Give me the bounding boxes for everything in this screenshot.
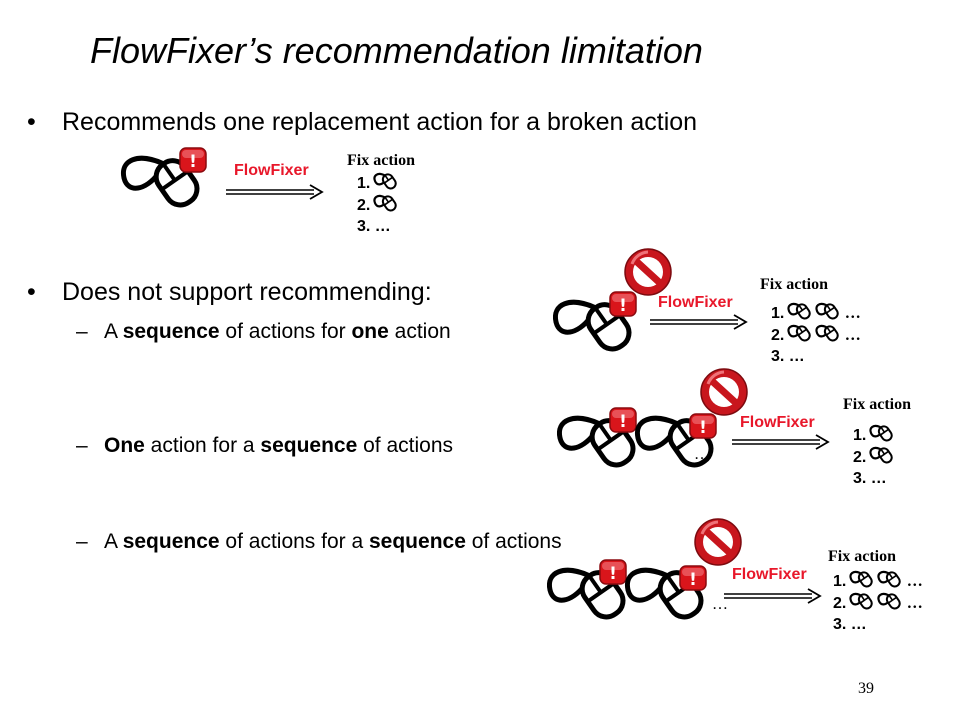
broken-action-icon [634, 410, 734, 480]
mouse-icon [815, 301, 842, 322]
item-number: 1. [853, 427, 867, 444]
list-item: 1. [357, 171, 400, 194]
fix-action-list: 1. … 2. … 3. … [833, 569, 925, 636]
list-item: 1. … [833, 569, 925, 592]
bold-part: sequence [260, 434, 358, 457]
bold-part: One [104, 434, 145, 457]
dash: – [76, 530, 88, 553]
bold-part: one [351, 320, 389, 343]
mouse-icon [849, 591, 876, 612]
list-item: 1. [853, 423, 896, 446]
mouse-icon [849, 569, 876, 590]
ellipsis: … [694, 446, 712, 463]
slide-title: FlowFixer’s recommendation limitation [90, 30, 703, 71]
mouse-icon [877, 569, 904, 590]
list-item: 2. … [833, 591, 925, 614]
item-number: 3. … [853, 470, 887, 487]
list-item: 3. … [853, 468, 894, 490]
fix-action-list: 1. 2. 3. … [357, 171, 400, 238]
fix-action-list: 1. 2. 3. … [853, 423, 896, 490]
text-part: A [104, 320, 123, 343]
item-number: 2. [771, 327, 785, 344]
broken-action-icon [120, 147, 207, 220]
ellipsis: … [712, 596, 730, 613]
arrow-icon [731, 434, 829, 450]
item-number: 3. … [357, 218, 391, 235]
fix-action-header: Fix action [843, 396, 911, 413]
bold-part: sequence [122, 530, 220, 553]
broken-action-icon [552, 291, 652, 364]
ellipsis: … [844, 305, 863, 322]
item-number: 1. [357, 175, 371, 192]
mouse-icon [787, 301, 814, 322]
list-item: 2. [853, 445, 896, 468]
ellipsis: … [844, 327, 863, 344]
item-number: 2. [833, 595, 847, 612]
prohibited-icon [694, 518, 744, 568]
item-number: 2. [853, 449, 867, 466]
text-part: of actions for a [219, 530, 369, 553]
list-item: 3. … [771, 346, 863, 368]
bullet-does-not-support: • Does not support recommending: [27, 278, 432, 307]
sub-bullet-one-for-seq: – One action for a sequence of actions [76, 434, 454, 458]
mouse-icon [373, 171, 400, 192]
mouse-icon [787, 323, 814, 344]
ellipsis: … [906, 595, 925, 612]
flowfixer-label: FlowFixer [234, 162, 309, 179]
list-item: 2. … [771, 323, 863, 346]
item-number: 3. … [771, 348, 805, 365]
mouse-icon [877, 591, 904, 612]
text-part: A [104, 530, 123, 553]
page-number: 39 [858, 680, 874, 697]
bullet-dot: • [27, 278, 36, 306]
broken-action-icon [624, 562, 724, 632]
item-number: 1. [771, 305, 785, 322]
list-item: 2. [357, 193, 400, 216]
text-part: of actions [465, 530, 562, 553]
bullet-dot: • [27, 108, 36, 136]
dash: – [76, 320, 88, 343]
mouse-icon [869, 445, 896, 466]
flowfixer-label: FlowFixer [740, 414, 815, 431]
mouse-icon [815, 323, 842, 344]
text-part: action [388, 320, 451, 343]
list-item: 3. … [833, 614, 925, 636]
dash: – [76, 434, 88, 457]
flowfixer-label: FlowFixer [732, 566, 807, 583]
fix-action-header: Fix action [828, 548, 896, 565]
list-item: 1. … [771, 301, 863, 324]
mouse-icon [869, 423, 896, 444]
bullet-text: Does not support recommending: [62, 278, 432, 306]
arrow-icon [225, 184, 323, 200]
sub-bullet-seq-for-one: – A sequence of actions for one action [76, 320, 451, 344]
ellipsis: … [906, 573, 925, 590]
list-item: 3. … [357, 216, 398, 238]
arrow-icon [649, 314, 747, 330]
bullet-recommends: • Recommends one replacement action for … [27, 108, 698, 137]
bold-part: sequence [369, 530, 466, 553]
item-number: 3. … [833, 616, 867, 633]
text-part: of actions for [219, 320, 352, 343]
flowfixer-label: FlowFixer [658, 294, 733, 311]
arrow-icon [723, 588, 821, 604]
fix-action-header: Fix action [760, 276, 828, 293]
mouse-icon [373, 193, 400, 214]
sub-bullet-seq-for-seq: – A sequence of actions for a sequence o… [76, 530, 562, 554]
fix-action-header: Fix action [347, 152, 415, 169]
text-part: of actions [357, 434, 454, 457]
item-number: 2. [357, 197, 371, 214]
item-number: 1. [833, 573, 847, 590]
text-part: action for a [144, 434, 261, 457]
prohibited-icon [624, 248, 674, 298]
bold-part: sequence [122, 320, 220, 343]
fix-action-list: 1. … 2. … 3. … [771, 301, 863, 368]
bullet-text: Recommends one replacement action for a … [62, 108, 698, 136]
